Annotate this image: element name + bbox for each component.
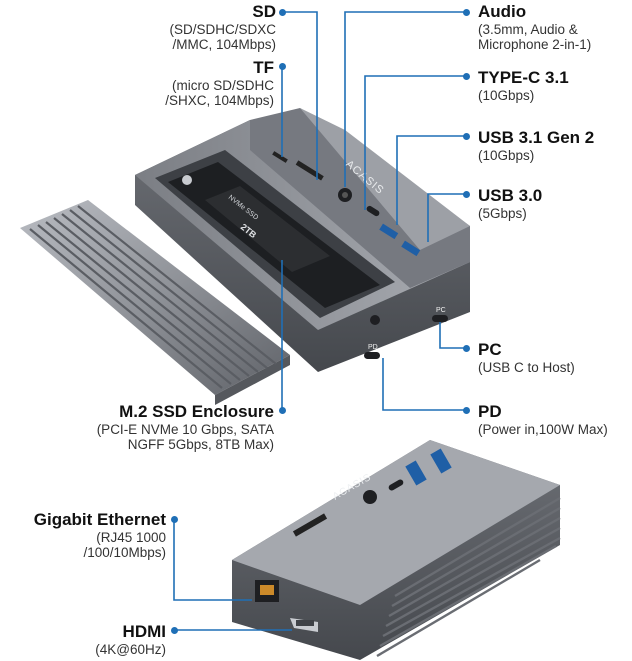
label-typec-title: TYPE-C 3.1 xyxy=(478,68,569,87)
callout-dot-tf xyxy=(279,63,286,70)
callout-dot-usb31 xyxy=(463,133,470,140)
label-tf: TF (micro SD/SDHC /SHXC, 104Mbps) xyxy=(130,58,274,109)
label-m2: M.2 SSD Enclosure (PCI-E NVMe 10 Gbps, S… xyxy=(60,402,274,453)
label-audio-title: Audio xyxy=(478,2,527,21)
callout-dot-pc xyxy=(463,345,470,352)
label-tf-sub-2: /SHXC, 104Mbps) xyxy=(165,93,274,109)
pd-port-mark: PD xyxy=(368,344,378,351)
label-sd-sub-2: /MMC, 104Mbps) xyxy=(172,37,276,53)
label-eth-title: Gigabit Ethernet xyxy=(33,510,166,529)
label-eth: Gigabit Ethernet (RJ45 1000 /100/10Mbps) xyxy=(4,510,166,561)
label-hdmi: HDMI (4K@60Hz) xyxy=(20,622,166,657)
label-typec-sub-1: (10Gbps) xyxy=(478,87,535,103)
label-hdmi-title: HDMI xyxy=(122,622,166,641)
label-usb30: USB 3.0 (5Gbps) xyxy=(478,186,628,221)
label-eth-sub-2: /100/10Mbps) xyxy=(83,545,166,561)
callout-dot-m2 xyxy=(279,407,286,414)
callout-lines xyxy=(173,11,466,631)
label-pd-sub-1: (Power in,100W Max) xyxy=(478,421,608,437)
label-usb30-sub-1: (5Gbps) xyxy=(478,205,527,221)
callout-dot-audio xyxy=(463,9,470,16)
label-tf-title: TF xyxy=(253,58,274,77)
callout-dot-hdmi xyxy=(171,627,178,634)
label-hdmi-sub-1: (4K@60Hz) xyxy=(95,641,166,657)
label-typec: TYPE-C 3.1 (10Gbps) xyxy=(478,68,628,103)
pc-port-mark: PC xyxy=(436,307,446,314)
bottom-dock: ACASIS xyxy=(232,440,561,660)
top-dock: NVMe SSD 2TB ACASIS PC xyxy=(135,108,470,372)
label-pc-sub-1: (USB C to Host) xyxy=(478,359,575,375)
label-sd-title: SD xyxy=(252,2,276,21)
label-m2-sub-1: (PCI-E NVMe 10 Gbps, SATA xyxy=(96,421,274,437)
label-usb31-title: USB 3.1 Gen 2 xyxy=(478,128,595,147)
callout-dot-eth xyxy=(171,516,178,523)
label-eth-sub-1: (RJ45 1000 xyxy=(96,529,166,545)
label-tf-sub-1: (micro SD/SDHC xyxy=(171,77,274,93)
callout-dot-usb30 xyxy=(463,191,470,198)
label-m2-sub-2: NGFF 5Gbps, 8TB Max) xyxy=(127,437,274,453)
callout-dot-sd xyxy=(279,9,286,16)
label-usb31: USB 3.1 Gen 2 (10Gbps) xyxy=(478,128,628,163)
label-audio-sub-2: Microphone 2-in-1) xyxy=(478,37,592,53)
label-audio-sub-1: (3.5mm, Audio & xyxy=(478,21,578,37)
label-m2-title: M.2 SSD Enclosure xyxy=(119,402,274,421)
label-sd: SD (SD/SDHC/SDXC /MMC, 104Mbps) xyxy=(130,2,276,53)
label-usb31-sub-1: (10Gbps) xyxy=(478,147,535,163)
heatsink-lid xyxy=(20,200,290,405)
label-pd: PD (Power in,100W Max) xyxy=(478,402,632,437)
callout-dot-typec xyxy=(463,73,470,80)
label-pc-title: PC xyxy=(478,340,502,359)
label-pc: PC (USB C to Host) xyxy=(478,340,628,375)
callout-dot-pd xyxy=(463,407,470,414)
label-audio: Audio (3.5mm, Audio & Microphone 2-in-1) xyxy=(478,2,628,53)
label-sd-sub-1: (SD/SDHC/SDXC xyxy=(169,21,276,37)
label-pd-title: PD xyxy=(478,402,502,421)
label-usb30-title: USB 3.0 xyxy=(478,186,543,205)
